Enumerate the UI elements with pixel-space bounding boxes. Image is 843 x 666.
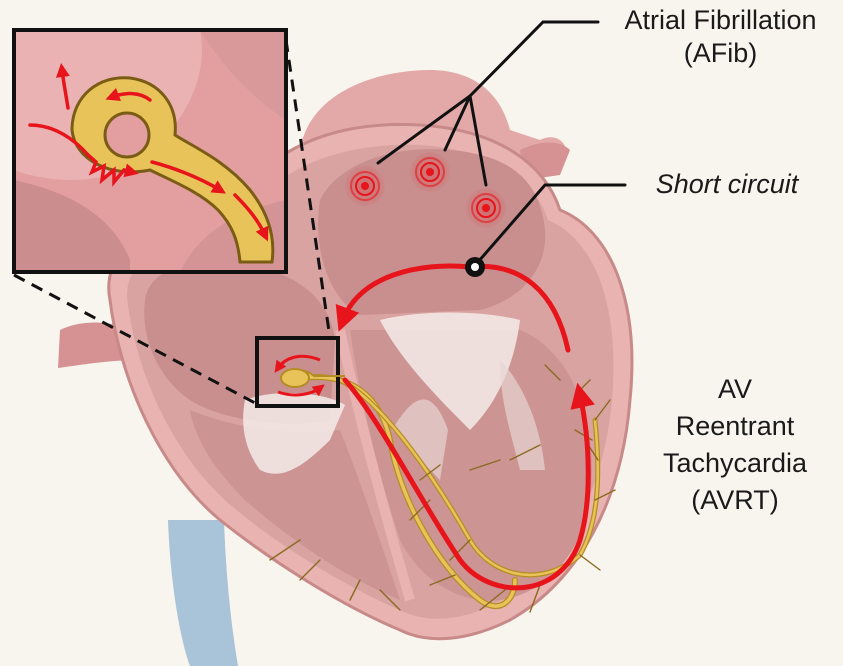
avrt-label-line2: Reentrant <box>640 408 830 445</box>
short-circuit-label: Short circuit <box>632 168 822 201</box>
afib-focus-icon <box>410 152 450 192</box>
avrt-label-line1: AV <box>640 371 830 408</box>
avrt-label-line4: (AVRT) <box>640 482 830 519</box>
afib-focus-icon <box>345 166 385 206</box>
afib-label-line1: Atrial Fibrillation <box>598 4 843 37</box>
avrt-label: AV Reentrant Tachycardia (AVRT) <box>640 371 830 519</box>
short-circuit-label-text: Short circuit <box>632 168 822 201</box>
afib-label-line2: (AFib) <box>598 37 843 70</box>
inset-magnified-view <box>14 30 286 272</box>
afib-label: Atrial Fibrillation (AFib) <box>598 4 843 70</box>
short-circuit-node-icon <box>465 257 485 277</box>
avrt-label-line3: Tachycardia <box>640 445 830 482</box>
afib-focus-icon <box>466 188 506 228</box>
